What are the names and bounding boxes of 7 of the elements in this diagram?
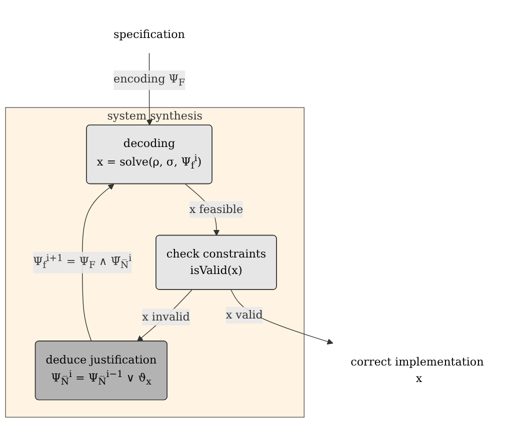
node-text: correct implementation x — [350, 355, 484, 386]
edge-label: x valid — [226, 308, 263, 322]
edge-label: x invalid — [142, 310, 190, 324]
edge-label: encoding Ψ$_{F}$ — [114, 72, 185, 88]
node-text: specification — [114, 28, 185, 41]
arrow — [136, 290, 192, 342]
edge-label: x feasible — [189, 202, 244, 216]
